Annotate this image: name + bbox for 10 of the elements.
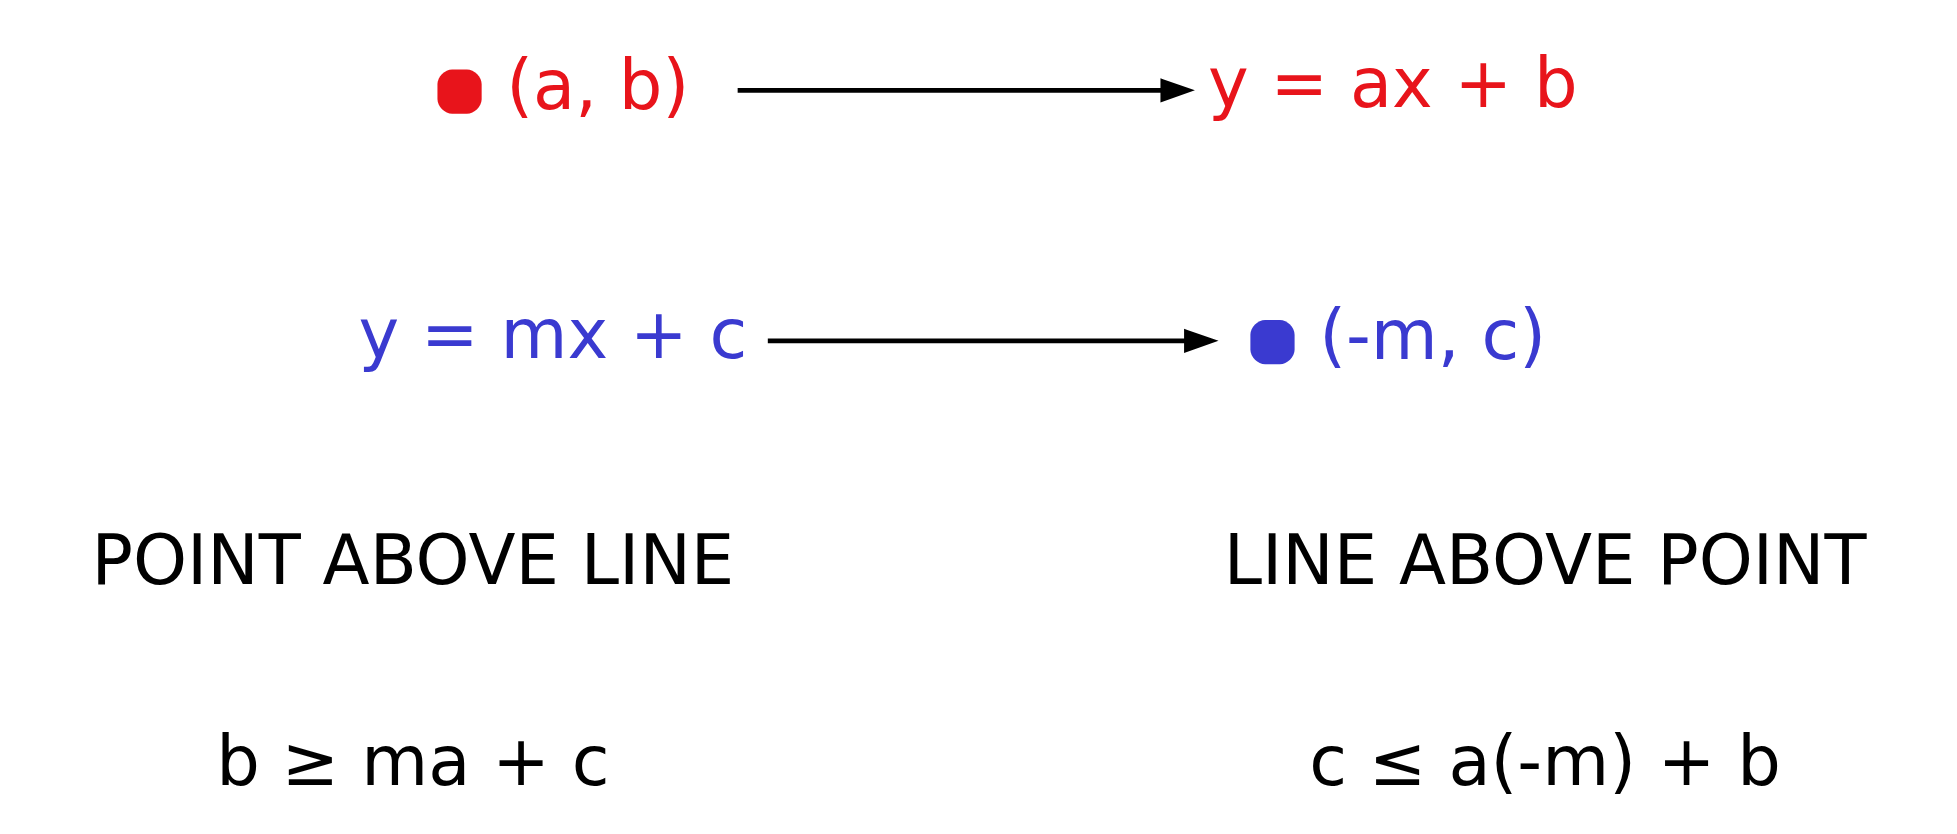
arrow [737, 78, 1195, 103]
label: c ≤ a(-m) + b [1308, 721, 1781, 802]
node-label: (a, b) [505, 44, 689, 125]
node-text: y = ax + b [1207, 43, 1578, 124]
label: b ≥ ma + c [215, 721, 609, 802]
label: LINE ABOVE POINT [1223, 519, 1867, 600]
node-text: y = mx + c [357, 293, 747, 374]
node-label: (-m, c) [1318, 295, 1546, 376]
label: POINT ABOVE LINE [90, 519, 734, 600]
arrow [767, 328, 1219, 353]
